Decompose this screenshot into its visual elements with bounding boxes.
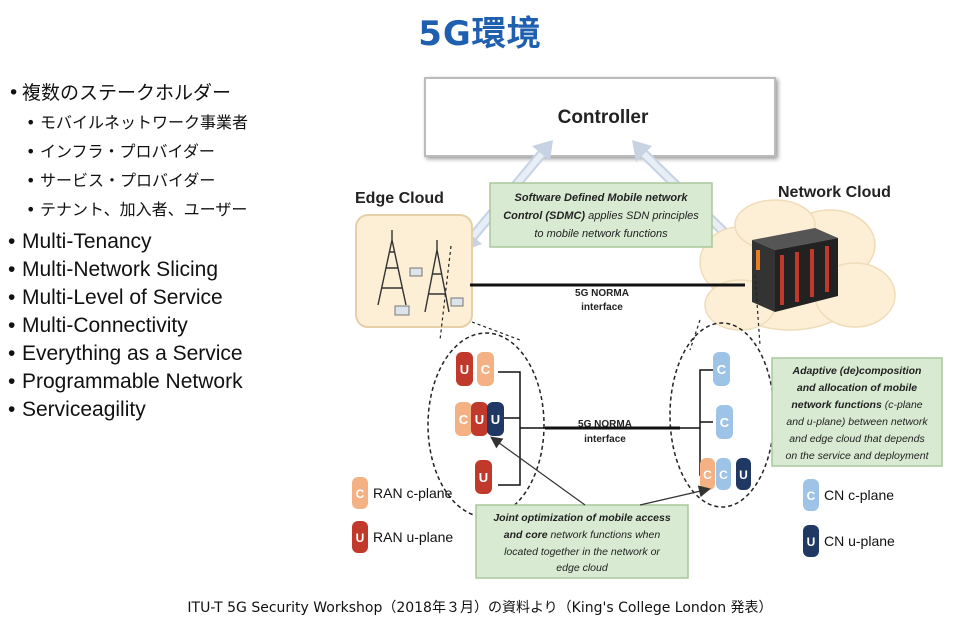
sdmc-box xyxy=(489,182,713,248)
svg-text:C: C xyxy=(703,468,712,482)
cn-c-block: C xyxy=(713,352,730,386)
joint-line3: located together in the network or xyxy=(504,546,660,558)
ran-c-block: C xyxy=(700,458,715,490)
svg-text:U: U xyxy=(475,412,484,427)
adaptive-line2: and allocation of mobile xyxy=(797,382,917,394)
legend-ran-c-label: RAN c-plane xyxy=(373,485,453,501)
legend-cn-c-label: CN c-plane xyxy=(824,487,894,503)
feature-bullet: •Multi-Tenancy xyxy=(8,230,152,253)
adaptive-box xyxy=(771,357,943,467)
bullet-list: •複数のステークホルダー •モバイルネットワーク事業者 •インフラ・プロバイダー… xyxy=(8,78,338,426)
feature-bullet: •Multi-Network Slicing xyxy=(8,258,219,281)
ran-u-block: U xyxy=(471,402,488,436)
legend-ran-c: C xyxy=(352,477,368,509)
joint-arrow-right xyxy=(639,485,711,506)
legend-cn-c: C xyxy=(803,479,819,511)
cn-u-block: U xyxy=(487,402,504,436)
edge-cloud-label: Edge Cloud xyxy=(355,190,444,207)
legend-cn-u: U xyxy=(803,525,819,557)
svg-text:U: U xyxy=(479,470,488,485)
server-rack-icon xyxy=(752,228,838,312)
svg-text:U: U xyxy=(491,412,500,427)
norma-top-label2: interface xyxy=(581,302,623,313)
bullet-stakeholders: •複数のステークホルダー xyxy=(8,82,232,104)
adaptive-line3: network functions (c-plane xyxy=(791,399,922,411)
svg-text:C: C xyxy=(459,412,469,427)
sub-bullet: •モバイルネットワーク事業者 xyxy=(26,113,249,132)
adaptive-line1: Adaptive (de)composition xyxy=(792,365,922,377)
svg-text:C: C xyxy=(720,415,730,430)
ran-u-block: U xyxy=(456,352,473,386)
zoom-line-right2 xyxy=(689,319,701,351)
sdmc-line2: Control (SDMC) applies SDN principles xyxy=(503,210,699,222)
sub-bullet: •インフラ・プロバイダー xyxy=(26,142,215,161)
zoom-line-left2 xyxy=(471,321,521,341)
feature-bullet: •Multi-Connectivity xyxy=(8,314,188,337)
svg-text:C: C xyxy=(481,362,491,377)
cn-u-block: U xyxy=(736,458,751,490)
adaptive-line5: and edge cloud that depends xyxy=(789,433,925,445)
feature-bullet: •Everything as a Service xyxy=(8,342,243,365)
antenna-tower-icon xyxy=(377,230,450,313)
ran-c-block: C xyxy=(477,352,494,386)
sub-bullet: •サービス・プロバイダー xyxy=(26,171,216,190)
norma-mid-label2: interface xyxy=(584,434,626,445)
svg-text:C: C xyxy=(717,362,727,377)
ran-u-block: U xyxy=(475,460,492,494)
sdmc-line1: Software Defined Mobile network xyxy=(515,192,689,204)
joint-line4: edge cloud xyxy=(556,562,609,574)
feature-bullet: •Programmable Network xyxy=(8,370,243,393)
svg-text:C: C xyxy=(719,468,728,482)
legend-cn-u-label: CN u-plane xyxy=(824,533,895,549)
controller-box xyxy=(424,77,776,157)
sdmc-line3: to mobile network functions xyxy=(534,228,668,240)
joint-arrow-left xyxy=(490,436,586,506)
legend-ran-u: U xyxy=(352,521,368,553)
base-station-icon xyxy=(394,267,464,316)
svg-text:U: U xyxy=(460,362,469,377)
svg-text:C: C xyxy=(356,487,365,501)
svg-text:C: C xyxy=(807,489,816,503)
cn-c-block: C xyxy=(716,405,733,439)
ran-c-block: C xyxy=(455,402,472,436)
page-title: 5G環境 xyxy=(418,14,542,54)
joint-box xyxy=(475,504,689,579)
cn-c-block: C xyxy=(716,458,731,490)
joint-line1: Joint optimization of mobile access xyxy=(493,512,671,524)
sub-bullet: •テナント、加入者、ユーザー xyxy=(26,200,248,219)
stakeholder-sublist: •モバイルネットワーク事業者 •インフラ・プロバイダー •サービス・プロバイダー… xyxy=(8,109,338,220)
feature-bullet: •Multi-Level of Service xyxy=(8,286,223,309)
adaptive-line4: and u-plane) between network xyxy=(786,416,928,428)
network-cloud-label: Network Cloud xyxy=(778,184,891,201)
legend-ran-u-label: RAN u-plane xyxy=(373,529,453,545)
source-caption: ITU-T 5G Security Workshop（2018年３月）の資料より… xyxy=(187,600,773,616)
norma-mid-label1: 5G NORMA xyxy=(578,419,632,430)
controller-label: Controller xyxy=(558,107,649,128)
svg-text:U: U xyxy=(807,535,816,549)
svg-text:U: U xyxy=(739,468,748,482)
joint-line2: and core network functions when xyxy=(504,529,661,541)
adaptive-line6: on the service and deployment xyxy=(785,450,929,462)
svg-text:U: U xyxy=(356,531,365,545)
zoom-line-left1 xyxy=(439,245,452,341)
norma-top-label1: 5G NORMA xyxy=(575,288,629,299)
feature-bullet: •Serviceagility xyxy=(8,398,146,421)
